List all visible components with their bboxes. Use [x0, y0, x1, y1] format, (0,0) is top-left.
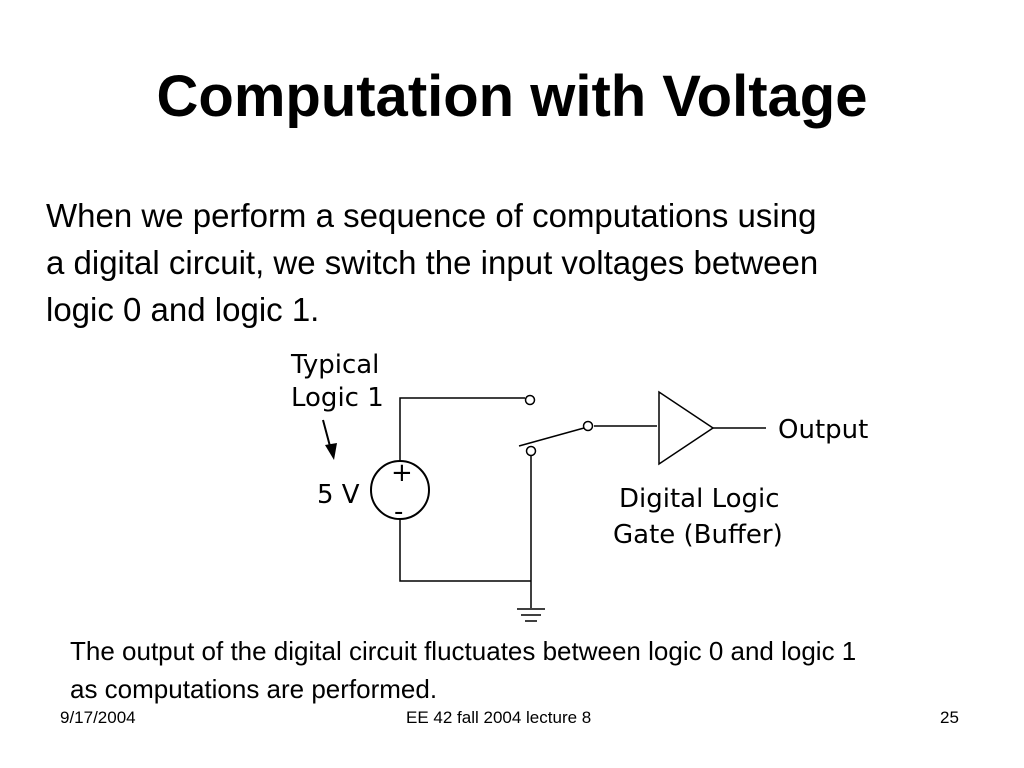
gate-label-line-2: Gate (Buffer) — [613, 520, 783, 550]
footer-course: EE 42 fall 2004 lecture 8 — [406, 708, 592, 727]
footer-date: 9/17/2004 — [60, 708, 136, 727]
source-minus-sign: - — [394, 497, 403, 527]
output-label: Output — [778, 415, 868, 445]
switch-icon — [518, 394, 594, 457]
ground-icon — [517, 608, 545, 622]
source-plus-sign: + — [391, 458, 413, 488]
annotation-arrow-icon — [322, 419, 337, 460]
body-line: logic 0 and logic 1. — [46, 291, 320, 328]
caption-paragraph: The output of the digital circuit fluctu… — [70, 632, 1020, 708]
gate-label-line-1: Digital Logic — [619, 484, 780, 514]
slide-title: Computation with Voltage — [156, 64, 868, 129]
caption-line: The output of the digital circuit fluctu… — [70, 636, 857, 666]
circuit-wires — [399, 397, 766, 608]
buffer-gate-icon — [658, 390, 715, 466]
footer-page-number: 25 — [940, 708, 959, 727]
caption-line: as computations are performed. — [70, 674, 438, 704]
annotation-typical: Typical — [290, 350, 379, 380]
body-line: a digital circuit, we switch the input v… — [46, 244, 819, 281]
annotation-logic-1: Logic 1 — [291, 383, 384, 413]
source-voltage-label: 5 V — [317, 480, 360, 510]
body-paragraph: When we perform a sequence of computatio… — [46, 192, 1006, 333]
body-line: When we perform a sequence of computatio… — [46, 197, 817, 234]
